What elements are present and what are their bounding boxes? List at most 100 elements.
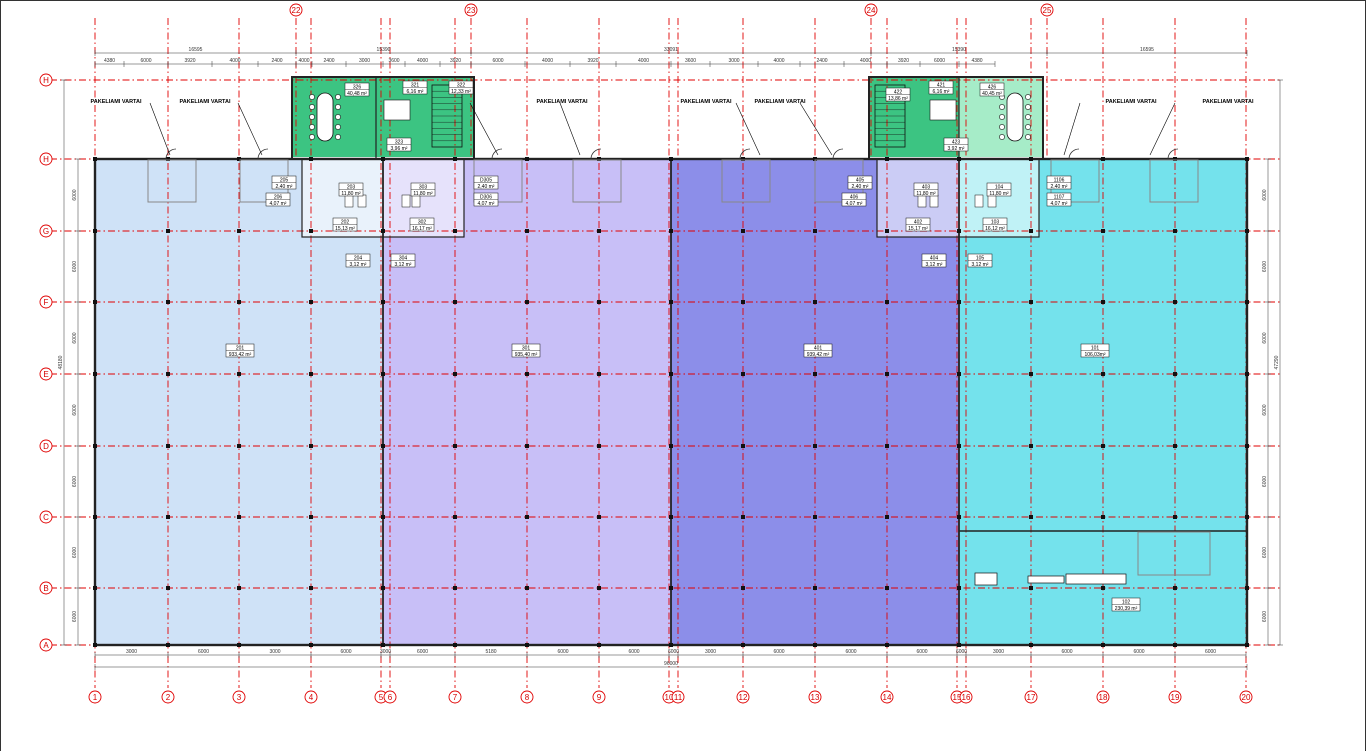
column	[669, 586, 673, 590]
room-area: 939,42 m²	[807, 352, 830, 358]
room-number: 105	[976, 255, 985, 261]
door-swing-icon	[739, 148, 751, 160]
room-number: 321	[411, 82, 420, 88]
column	[237, 643, 241, 647]
column	[813, 372, 817, 376]
column	[1029, 372, 1033, 376]
bottom-seg-dim-label: 6000	[916, 649, 927, 655]
room-number: 423	[952, 139, 961, 145]
room-number: D305	[480, 177, 492, 183]
room-number: 302	[418, 219, 427, 225]
axis-label-20: 20	[1242, 693, 1251, 702]
axis-bubble	[1239, 690, 1253, 704]
column	[237, 515, 241, 519]
column	[453, 444, 457, 448]
toilet-icon	[401, 194, 411, 208]
axis-label-7: 7	[453, 693, 458, 702]
column	[166, 586, 170, 590]
column	[381, 229, 385, 233]
column	[93, 586, 97, 590]
room-number: 202	[341, 219, 350, 225]
top-seg-dim-label: 4000	[298, 58, 309, 64]
column	[237, 300, 241, 304]
room-area: 3,12 m²	[350, 262, 367, 268]
chair-icon	[1025, 114, 1031, 120]
bottom-seg-dim-label: 5180	[485, 649, 496, 655]
column	[1101, 372, 1105, 376]
bottom-seg-dim-label: 6000	[198, 649, 209, 655]
gate-label: PAKELIAMI VARTAI	[754, 99, 805, 105]
room-number: 101	[1091, 345, 1100, 351]
column	[669, 643, 673, 647]
room-number: 326	[353, 84, 362, 90]
room-area: 11,80 m²	[916, 191, 936, 197]
gate-label: PAKELIAMI VARTAI	[1202, 99, 1253, 105]
column	[741, 444, 745, 448]
top-seg-dim-label: 2400	[271, 58, 282, 64]
column	[813, 515, 817, 519]
chair-icon	[1025, 94, 1031, 100]
room-area: 12,33 m²	[451, 89, 471, 95]
column	[381, 444, 385, 448]
axis-label-top: 24	[867, 6, 876, 15]
axis-bubble	[39, 224, 53, 238]
axis-bubble	[520, 690, 534, 704]
left-seg-dim-label: 6000	[72, 404, 78, 415]
column	[741, 300, 745, 304]
right-seg-dim-label: 6000	[1262, 189, 1268, 200]
gate-label: PAKELIAMI VARTAI	[536, 99, 587, 105]
loading-dock-outline	[721, 159, 771, 203]
column	[1029, 643, 1033, 647]
top-total-dim-label: 15390	[952, 47, 966, 53]
left-seg-dim-label: 6000	[72, 261, 78, 272]
column	[1245, 515, 1249, 519]
axis-label-E: E	[43, 370, 48, 379]
room-area: 2,40 m²	[478, 184, 495, 190]
column	[885, 300, 889, 304]
column	[453, 372, 457, 376]
bottom-seg-dim-label: 3000	[705, 649, 716, 655]
column	[93, 515, 97, 519]
column	[885, 229, 889, 233]
column	[1245, 229, 1249, 233]
axis-bubble	[1096, 690, 1110, 704]
right-seg-dim-label: 6000	[1262, 261, 1268, 272]
top-seg-dim-label: 3920	[587, 58, 598, 64]
column	[885, 515, 889, 519]
room-area: 230,39 m²	[1115, 606, 1138, 612]
column	[957, 643, 961, 647]
bottom-seg-dim-label: 6000	[1205, 649, 1216, 655]
axis-bubble	[39, 581, 53, 595]
axis-label-15: 15	[953, 693, 962, 702]
column	[597, 157, 601, 161]
column	[597, 444, 601, 448]
column	[741, 372, 745, 376]
bottom-seg-dim-label: 6000	[845, 649, 856, 655]
room-area: 40,45 m²	[982, 91, 1002, 97]
chair-icon	[335, 114, 341, 120]
axis-bubble	[383, 690, 397, 704]
column	[309, 444, 313, 448]
axis-bubble	[39, 152, 53, 166]
top-seg-dim-label: 4000	[638, 58, 649, 64]
column	[166, 515, 170, 519]
door-swing-icon	[1167, 148, 1179, 160]
column	[453, 300, 457, 304]
column	[309, 643, 313, 647]
room-area: 6,16 m²	[407, 89, 424, 95]
column	[1173, 372, 1177, 376]
bottom-seg-dim-label: 6000	[668, 649, 679, 655]
gate-label: PAKELIAMI VARTAI	[179, 99, 230, 105]
column	[669, 444, 673, 448]
column	[597, 372, 601, 376]
